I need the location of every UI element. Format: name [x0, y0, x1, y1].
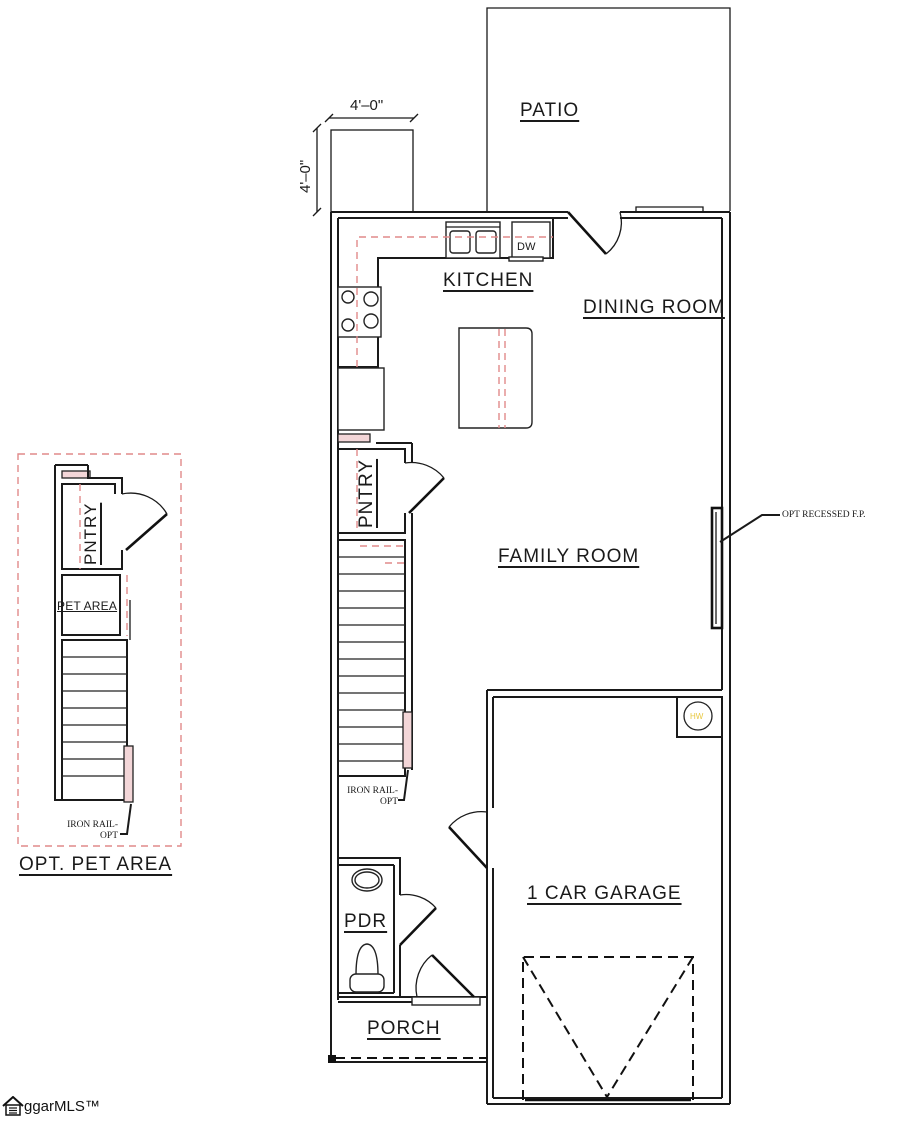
iron-rail-note-line2: OPT — [380, 797, 398, 807]
room-label-family-room: FAMILY ROOM — [498, 546, 640, 567]
inset-iron-rail-note: IRON RAIL- OPT — [66, 820, 118, 842]
water-heater-label: HW — [690, 712, 704, 721]
iron-rail-note: IRON RAIL- OPT — [344, 786, 398, 808]
room-label-dining-room: DINING ROOM — [583, 297, 725, 318]
powder-room — [338, 857, 437, 997]
iron-rail-note-line1: IRON RAIL- — [347, 786, 398, 796]
house-icon — [2, 1096, 24, 1116]
water-heater — [676, 696, 723, 738]
inset-label-pet-area: PET AREA — [57, 599, 118, 613]
inset-label-pantry: PNTRY — [81, 502, 100, 565]
pantry — [337, 433, 445, 770]
garage-door — [522, 956, 694, 1102]
room-label-kitchen: KITCHEN — [443, 270, 534, 291]
stairs — [337, 539, 413, 801]
pet-area-inset — [17, 453, 182, 847]
kitchen-counters — [337, 218, 554, 431]
front-door-porch — [328, 954, 487, 1063]
patio-outline — [486, 7, 731, 211]
dishwasher-label: DW — [517, 241, 536, 253]
bump-out — [312, 113, 419, 217]
fireplace — [710, 506, 780, 630]
room-label-garage: 1 CAR GARAGE — [527, 883, 682, 904]
room-label-patio: PATIO — [520, 100, 580, 121]
patio-door — [567, 211, 623, 255]
bump-width-dimension: 4'–0" — [350, 97, 384, 114]
watermark-text: ggarMLS™ — [24, 1097, 100, 1115]
room-label-powder-room: PDR — [344, 911, 388, 932]
room-label-pantry: PNTRY — [356, 458, 377, 528]
room-label-porch: PORCH — [367, 1018, 441, 1039]
inset-iron-rail-note-line1: IRON RAIL- — [67, 820, 118, 830]
inset-iron-rail-note-line2: OPT — [100, 831, 118, 841]
garage-entry-door — [448, 810, 488, 869]
watermark: ggarMLS™ — [2, 1096, 100, 1116]
inset-title: OPT. PET AREA — [19, 854, 173, 875]
fireplace-note: OPT RECESSED F.P. — [782, 510, 866, 520]
bump-depth-dimension: 4'–0" — [297, 159, 314, 193]
